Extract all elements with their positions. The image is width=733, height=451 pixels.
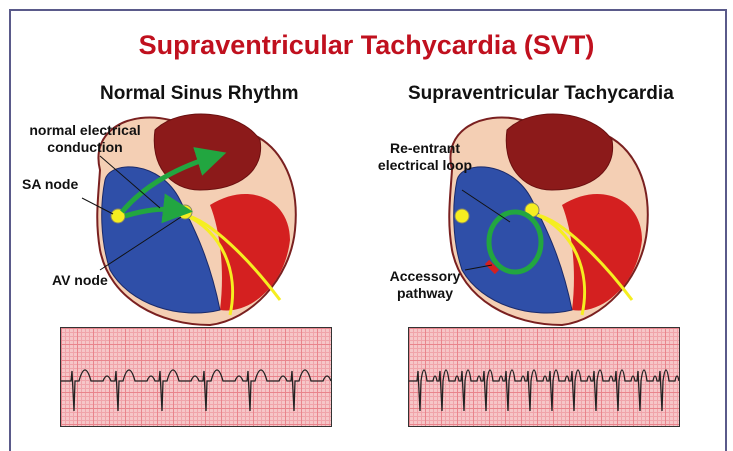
reentrant-loop [486,209,544,275]
hearts-illustration [81,112,650,327]
label-reentrant-loop: Re-entrant electrical loop [377,140,473,173]
main-title: Supraventricular Tachycardia (SVT) [138,30,595,60]
ecg-trace [409,369,679,412]
label-sa-node: SA node [22,176,79,192]
label-accessory-pathway: Accessory pathway [389,268,461,301]
label-av-node: AV node [52,272,108,288]
ecg-strip-normal [60,327,332,427]
ecg-trace [61,369,331,412]
diagram-frame [9,9,727,451]
normal-heading: Normal Sinus Rhythm [100,83,299,104]
av-node [177,204,193,220]
svt-heading: Supraventricular Tachycardia [408,83,674,104]
label-normal-conduction: normal electrical conduction [29,122,141,155]
ecg-strip-svt [408,327,680,427]
